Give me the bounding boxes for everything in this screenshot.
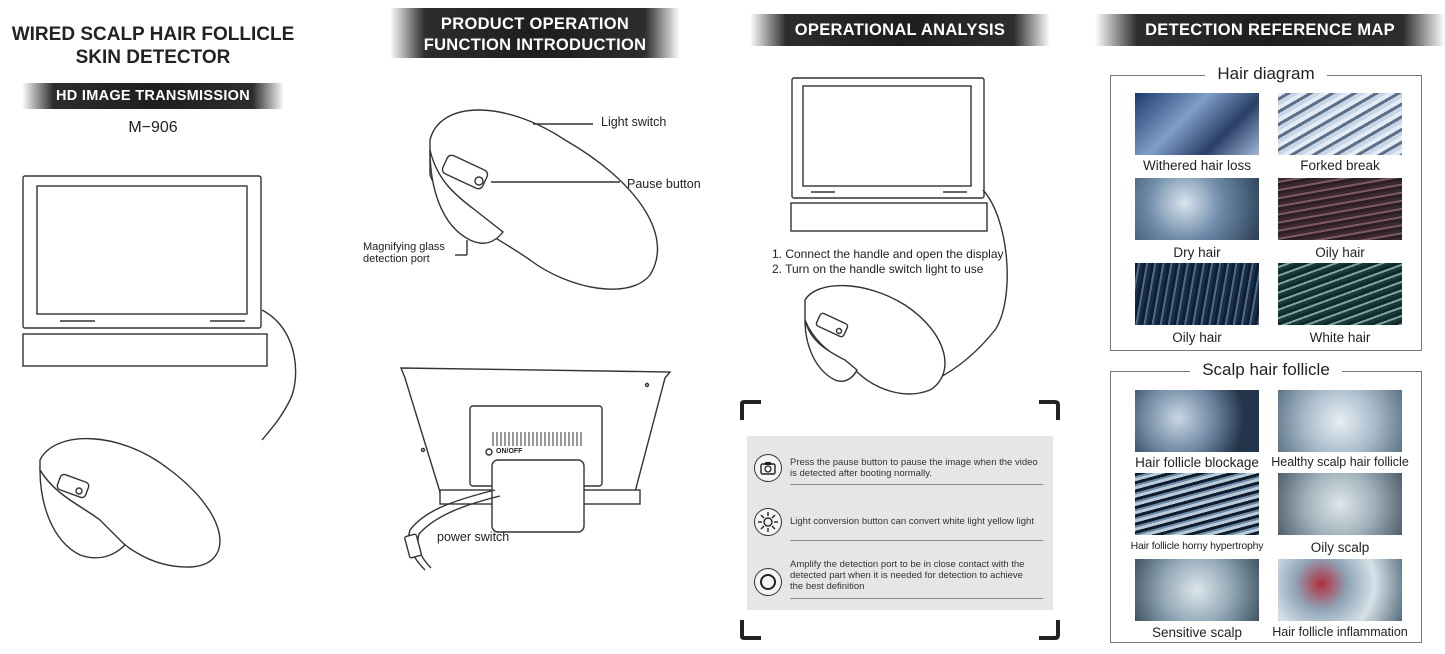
thumb-oily-hair-2	[1135, 263, 1259, 325]
thumb-follicle-inflammation	[1278, 559, 1402, 621]
monitor-back-diagram	[399, 367, 672, 571]
caption-horny-hypertrophy: Hair follicle horny hypertrophy	[1130, 540, 1264, 552]
info-box: Press the pause button to pause the imag…	[747, 436, 1053, 610]
caption-forked-break: Forked break	[1300, 158, 1380, 173]
light-switch-label: Light switch	[601, 115, 667, 129]
thumb-horny-hypertrophy	[1135, 473, 1259, 535]
onoff-label: ON/OFF	[496, 448, 523, 455]
info-pause-line1: Press the pause button to pause the imag…	[790, 457, 1038, 468]
circle-icon	[754, 568, 782, 596]
hair-diagram-heading: Hair diagram	[1217, 64, 1315, 83]
connection-illustration	[790, 77, 1008, 395]
step-2-text: 2. Turn on the handle switch light to us…	[772, 262, 984, 276]
caption-oily-scalp: Oily scalp	[1310, 540, 1370, 555]
camera-icon	[754, 454, 782, 482]
thumb-oily-scalp	[1278, 473, 1402, 535]
step-1-text: 1. Connect the handle and open the displ…	[772, 247, 1004, 261]
caption-sensitive-scalp: Sensitive scalp	[1151, 625, 1243, 640]
thumb-sensitive-scalp	[1135, 559, 1259, 621]
thumb-forked-break	[1278, 93, 1402, 155]
info-port-line1: Amplify the detection port to be in clos…	[790, 559, 1025, 570]
thumb-withered-hair-loss	[1135, 93, 1259, 155]
scalp-follicle-heading: Scalp hair follicle	[1202, 360, 1330, 379]
port-label-line2: detection port	[363, 253, 430, 265]
hair-title-bg	[1205, 64, 1327, 86]
info-light-line1: Light conversion button can convert whit…	[790, 516, 1034, 527]
caption-oily-hair: Oily hair	[1315, 245, 1365, 260]
info-pause-line2: is detected after booting normally.	[790, 468, 932, 479]
banner-line2: FUNCTION INTRODUCTION	[423, 36, 647, 54]
port-label-line1: Magnifying glass	[363, 241, 445, 253]
caption-dry-hair: Dry hair	[1173, 245, 1221, 260]
operation-function-banner: PRODUCT OPERATION FUNCTION INTRODUCTION	[390, 8, 680, 58]
handle-illustration	[39, 437, 221, 568]
banner-line1: PRODUCT OPERATION	[440, 15, 630, 33]
power-switch-label: power switch	[437, 530, 510, 544]
thumb-white-hair	[1278, 263, 1402, 325]
caption-healthy-scalp: Healthy scalp hair follicle	[1271, 455, 1409, 469]
caption-white-hair: White hair	[1309, 330, 1371, 345]
divider	[790, 540, 1043, 541]
caption-follicle-blockage: Hair follicle blockage	[1135, 455, 1259, 470]
hd-transmission-banner: HD IMAGE TRANSMISSION	[22, 83, 284, 109]
caption-oily-hair-2: Oily hair	[1172, 330, 1222, 345]
detection-map-banner: DETECTION REFERENCE MAP	[1095, 14, 1445, 46]
monitor-illustration	[22, 175, 297, 441]
panel-operational-analysis: OPERATIONAL ANALYSIS 1. Connect the hand…	[725, 0, 1075, 654]
caption-withered-hair-loss: Withered hair loss	[1142, 158, 1252, 173]
operational-analysis-banner: OPERATIONAL ANALYSIS	[750, 14, 1050, 46]
scalp-title-bg	[1190, 360, 1342, 382]
model-number: M−906	[128, 119, 178, 136]
thumb-healthy-scalp	[1278, 390, 1402, 452]
divider	[790, 598, 1043, 599]
handle-function-diagram	[429, 109, 659, 290]
info-row-port: Amplify the detection port to be in clos…	[747, 548, 1053, 610]
info-row-pause: Press the pause button to pause the imag…	[747, 436, 1053, 494]
thumb-dry-hair	[1135, 178, 1259, 240]
panel-operation-function: PRODUCT OPERATION FUNCTION INTRODUCTION …	[345, 0, 715, 654]
product-title-line2: SKIN DETECTOR	[75, 47, 231, 68]
caption-follicle-inflammation: Hair follicle inflammation	[1272, 625, 1408, 639]
info-row-light: Light conversion button can convert whit…	[747, 496, 1053, 546]
sun-icon	[754, 508, 782, 536]
thumb-follicle-blockage	[1135, 390, 1259, 452]
product-title-line1: WIRED SCALP HAIR FOLLICLE	[11, 24, 295, 45]
info-port-line3: the best definition	[790, 581, 865, 592]
panel-detection-map: DETECTION REFERENCE MAP Hair diagram Hai…	[1085, 0, 1445, 654]
divider	[790, 484, 1043, 485]
info-port-line2: detected part when it is needed for dete…	[790, 570, 1023, 581]
pause-button-label: Pause button	[627, 177, 701, 191]
thumb-oily-hair	[1278, 178, 1402, 240]
panel-product-overview: WIRED SCALP HAIR FOLLICLE SKIN DETECTOR …	[0, 0, 340, 654]
corner-brackets	[740, 400, 1060, 640]
